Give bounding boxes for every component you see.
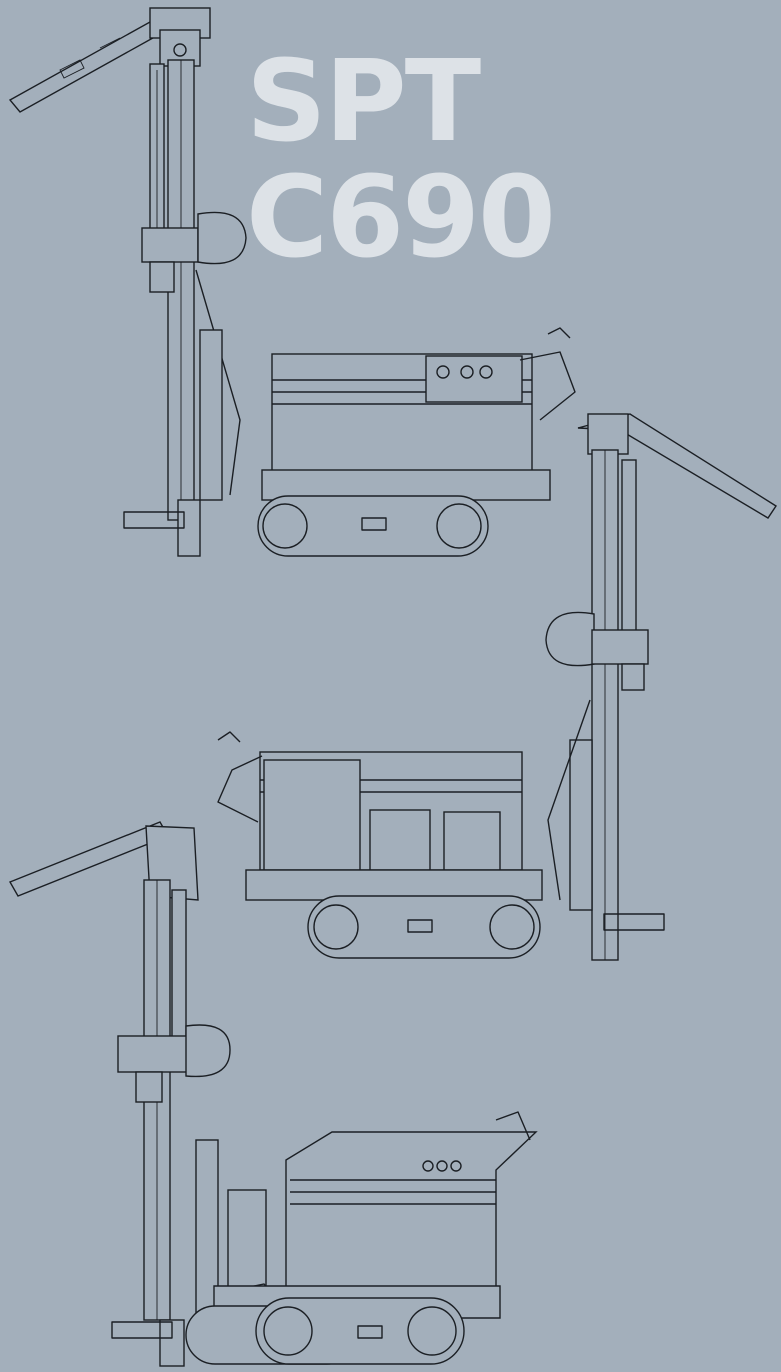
product-title-line-1: SPT: [246, 37, 481, 167]
rig-illustration-bottom: [8, 821, 538, 1367]
rig-illustration-top: [8, 7, 576, 557]
rig-illustration-middle: [217, 413, 777, 961]
product-title-line-2: C690: [246, 153, 556, 283]
product-title: SPT C690: [246, 37, 556, 283]
